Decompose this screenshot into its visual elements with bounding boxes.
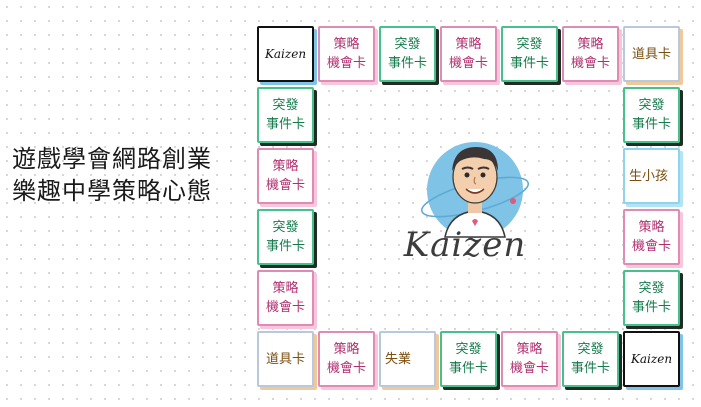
tile-strategy-card[interactable]: 策略 機會卡 <box>562 26 619 82</box>
tile-event-card[interactable]: 突發 事件卡 <box>623 270 680 326</box>
tile-label: 突發 事件卡 <box>265 98 305 132</box>
tile-label: 策略 機會卡 <box>326 342 366 376</box>
tile-have-child[interactable]: 生小孩 <box>623 148 680 204</box>
tile-label: 道具卡 <box>631 46 671 62</box>
tile-label: 策略 機會卡 <box>326 37 366 71</box>
tile-label: 策略 機會卡 <box>265 281 305 315</box>
corner-logo-tile-bottom-right: Kaizen <box>623 331 680 387</box>
sparkle-icon <box>510 198 516 204</box>
avatar-illustration <box>421 142 529 238</box>
tile-unemployment[interactable]: 失業 <box>379 331 436 387</box>
tile-label: 失業 <box>385 351 412 367</box>
tile-label: 突發 事件卡 <box>631 281 671 315</box>
tile-event-card[interactable]: 突發 事件卡 <box>562 331 619 387</box>
tile-event-card[interactable]: 突發 事件卡 <box>501 26 558 82</box>
tile-strategy-card[interactable]: 策略 機會卡 <box>257 148 314 204</box>
tile-label: 策略 機會卡 <box>509 342 549 376</box>
tile-event-card[interactable]: 突發 事件卡 <box>257 209 314 265</box>
tile-event-card[interactable]: 突發 事件卡 <box>379 26 436 82</box>
tile-event-card[interactable]: 突發 事件卡 <box>623 87 680 143</box>
tile-label: 策略 機會卡 <box>570 37 610 71</box>
corner-logo-tile-top-left: Kaizen <box>257 26 314 82</box>
headline: 遊戲學會網路創業 樂趣中學策略心態 <box>12 143 212 207</box>
tile-label: 策略 機會卡 <box>631 220 671 254</box>
tile-strategy-card[interactable]: 策略 機會卡 <box>440 26 497 82</box>
tile-item-card-top-right[interactable]: 道具卡 <box>623 26 680 82</box>
tile-event-card[interactable]: 突發 事件卡 <box>440 331 497 387</box>
tile-label: 突發 事件卡 <box>509 37 549 71</box>
tile-label: 突發 事件卡 <box>570 342 610 376</box>
tile-strategy-card[interactable]: 策略 機會卡 <box>318 26 375 82</box>
tile-item-card-bottom-left[interactable]: 道具卡 <box>257 331 314 387</box>
tile-strategy-card[interactable]: 策略 機會卡 <box>318 331 375 387</box>
tile-label: 策略 機會卡 <box>265 159 305 193</box>
tile-label: 生小孩 <box>629 168 669 184</box>
kaizen-logo-small: Kaizen <box>264 47 307 61</box>
heart-icon <box>472 219 478 226</box>
headline-line-2: 樂趣中學策略心態 <box>12 177 212 205</box>
tile-label: 道具卡 <box>265 351 305 367</box>
kaizen-wordmark: Kaizen <box>403 225 527 265</box>
tile-event-card[interactable]: 突發 事件卡 <box>257 87 314 143</box>
tile-strategy-card[interactable]: 策略 機會卡 <box>501 331 558 387</box>
headline-line-1: 遊戲學會網路創業 <box>12 145 212 173</box>
tile-label: 突發 事件卡 <box>448 342 488 376</box>
kaizen-logo-small: Kaizen <box>630 352 673 366</box>
tile-label: 突發 事件卡 <box>387 37 427 71</box>
avatar-hair <box>452 147 498 171</box>
tile-label: 突發 事件卡 <box>265 220 305 254</box>
tile-strategy-card[interactable]: 策略 機會卡 <box>623 209 680 265</box>
tile-strategy-card[interactable]: 策略 機會卡 <box>257 270 314 326</box>
tile-label: 突發 事件卡 <box>631 98 671 132</box>
tile-label: 策略 機會卡 <box>448 37 488 71</box>
